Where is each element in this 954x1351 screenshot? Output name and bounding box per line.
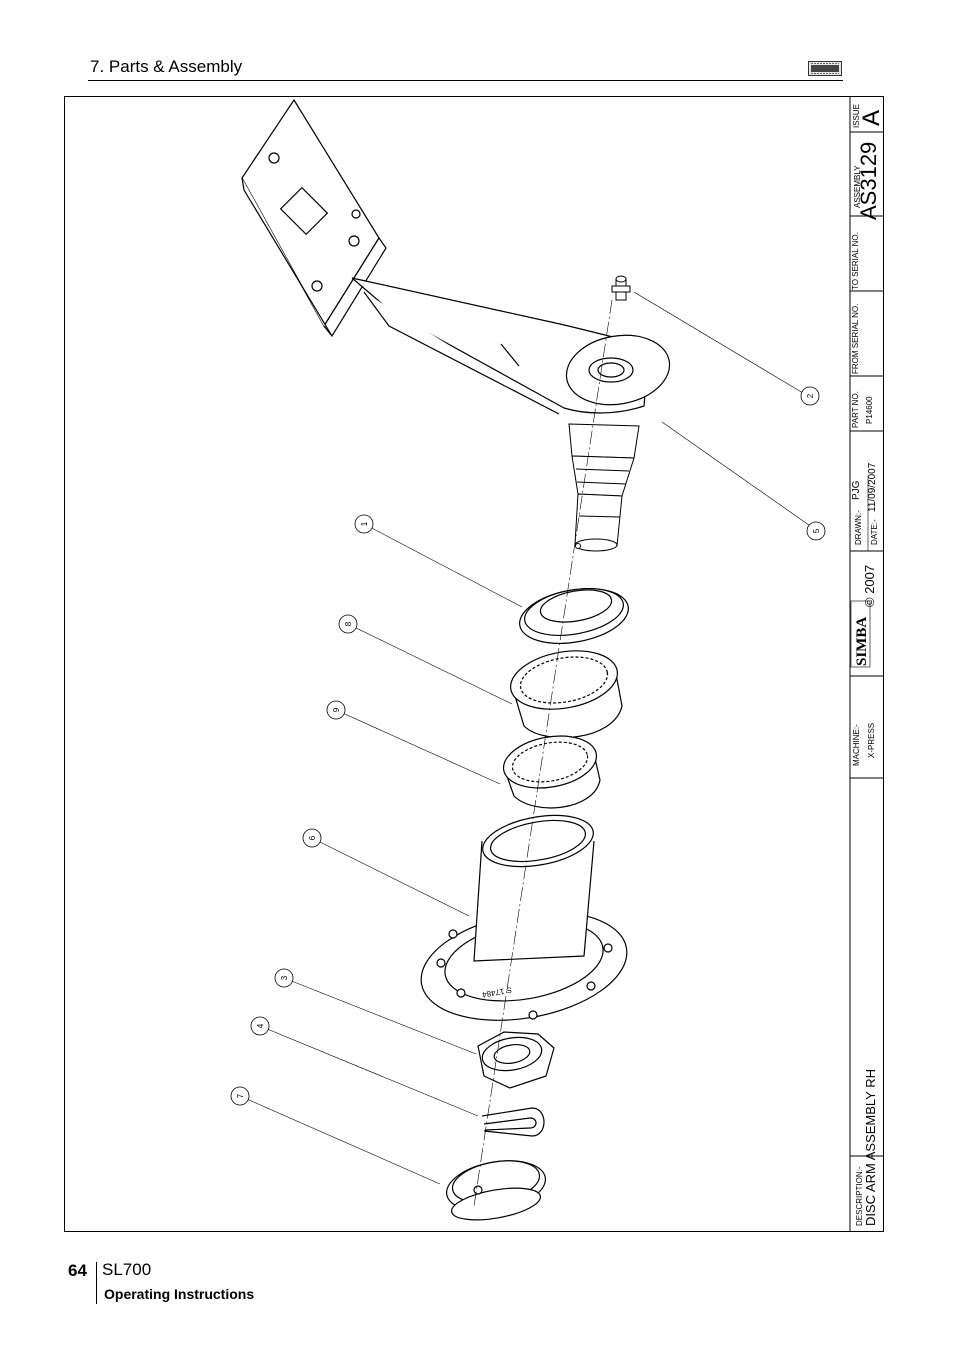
machine-value: X-PRESS: [867, 722, 876, 758]
date-label: DATE:-: [870, 519, 879, 545]
callout-label-7: 7: [236, 1093, 245, 1098]
callout-circle-4: [250, 1016, 270, 1036]
date-value: 11/09/2007: [867, 462, 878, 512]
part-no-value: P14600: [865, 396, 874, 424]
header-rule: [88, 80, 843, 81]
callout-circle-1: [354, 514, 374, 534]
copyright-text: © 2007: [862, 564, 877, 607]
callout-label-1: 1: [360, 521, 369, 526]
page-number: 64: [68, 1261, 87, 1280]
drawing-frame: [64, 96, 884, 1232]
drawn-value: PJG: [851, 480, 862, 500]
exploded-parts-drawing: S 17484: [230, 96, 884, 1232]
drawn-label: DRAWN:-: [854, 510, 863, 545]
callout-label-6: 6: [308, 835, 317, 840]
assembly-number: AS3129: [856, 141, 881, 220]
simba-logo-icon: [808, 61, 842, 76]
callout-label-4: 4: [256, 1023, 265, 1028]
part-no-label: PART NO.: [851, 391, 860, 428]
callout-circle-5: [806, 521, 826, 541]
simba-brand-text: SIMBA: [854, 616, 870, 666]
callout-circle-8: [338, 614, 358, 634]
model-name: SL700: [102, 1260, 152, 1279]
issue-value: A: [858, 109, 885, 126]
simba-brand-box: [850, 600, 871, 668]
callout-circle-7: [230, 1086, 250, 1106]
callout-label-2: 2: [806, 393, 815, 398]
footer-divider: [96, 1262, 97, 1304]
from-serial-label: FROM SERIAL NO.: [851, 303, 860, 374]
description-value: DISC ARM ASSEMBLY RH: [863, 1068, 878, 1226]
callout-circle-3: [274, 968, 294, 988]
callout-circle-9: [326, 700, 346, 720]
machine-label: MACHINE:-: [852, 724, 861, 766]
manual-title: Operating Instructions: [104, 1286, 255, 1302]
callout-label-3: 3: [280, 975, 289, 980]
callout-label-8: 8: [344, 621, 353, 626]
callout-circle-2: [800, 386, 820, 406]
callout-label-5: 5: [812, 528, 821, 533]
section-title: 7. Parts & Assembly: [90, 57, 243, 76]
to-serial-label: TO SERIAL NO.: [851, 232, 860, 290]
callout-circle-6: [302, 828, 322, 848]
callout-label-9: 9: [332, 707, 341, 712]
